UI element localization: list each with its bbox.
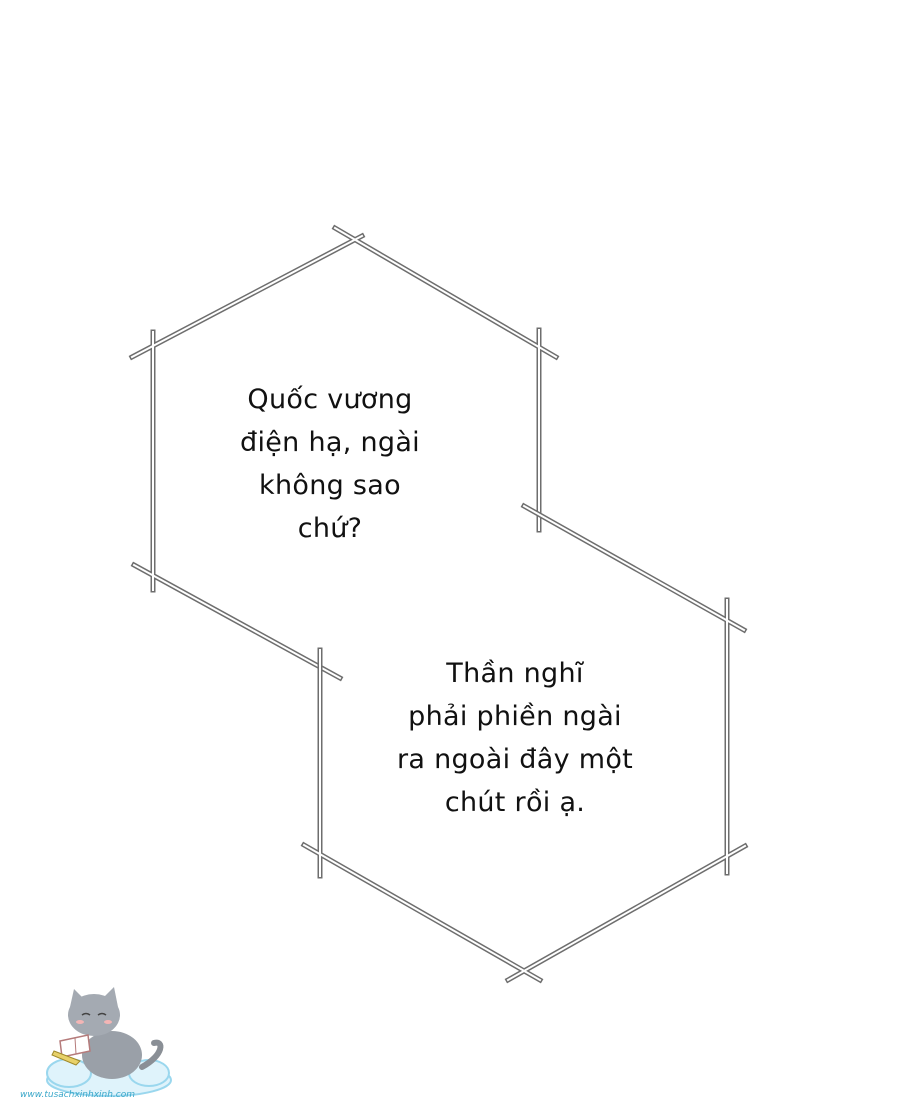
bubble-text-line: điện hạ, ngài	[240, 427, 420, 458]
bubble-text-line: phải phiền ngài	[408, 701, 622, 732]
upper-hexagon-frame	[128, 224, 560, 682]
bubble-text-line: chứ?	[297, 513, 363, 544]
bubble-text-line: Quốc vương	[247, 384, 413, 415]
speech-bubble-upper: Quốc vương điện hạ, ngài không sao chứ?	[215, 378, 445, 550]
speech-bubble-lower: Thần nghĩ phải phiền ngài ra ngoài đây m…	[360, 652, 670, 824]
bubble-text-line: chút rồi ạ.	[444, 787, 586, 818]
bubble-text-line: Thần nghĩ	[446, 658, 584, 689]
cat-on-cloud-icon	[46, 987, 172, 1097]
bubble-text-line: ra ngoài đây một	[396, 744, 634, 775]
watermark-url: www.tusachxinhxinh.com	[20, 1090, 136, 1100]
lower-hexagon-frame	[300, 502, 749, 984]
bubble-text-line: không sao	[259, 470, 401, 501]
